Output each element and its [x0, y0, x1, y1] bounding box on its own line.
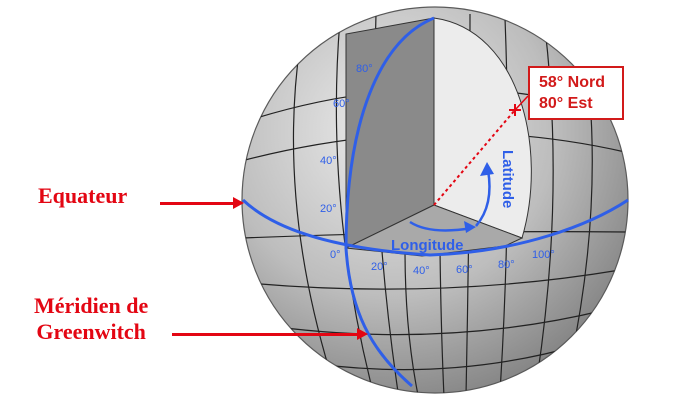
- longitude-tick: 20°: [371, 261, 388, 273]
- coordinate-north: 58° Nord: [539, 74, 605, 91]
- equator-label: Equateur: [38, 183, 128, 208]
- latitude-tick: 40°: [320, 155, 337, 167]
- coordinate-radius-line: [433, 109, 516, 206]
- coordinate-east: 80° Est: [539, 95, 593, 112]
- latitude-tick: 20°: [320, 203, 337, 215]
- equator-line: [241, 198, 629, 257]
- greenwich-arrow-icon: [172, 328, 368, 340]
- longitude-arc-arrow: [409, 220, 473, 232]
- latitude-tick: 80°: [356, 63, 373, 75]
- greenwich-meridian-line: [344, 16, 435, 388]
- greenwich-label-line2: Greenwitch: [36, 319, 146, 344]
- latitude-arrowhead-icon: [480, 162, 494, 176]
- greenwich-label: Méridien de Greenwitch: [34, 293, 148, 345]
- longitude-tick: 40°: [413, 265, 430, 277]
- marker-leader: [514, 95, 529, 111]
- longitude-tick: 60°: [456, 264, 473, 276]
- latitude-ticks: 0° 20° 40° 60° 80°: [320, 63, 373, 261]
- longitude-arrowhead-icon: [464, 221, 476, 233]
- latitude-tick: 0°: [330, 249, 341, 261]
- greenwich-label-line1: Méridien de: [34, 293, 149, 318]
- latitude-tick: 60°: [333, 98, 350, 110]
- latitude-arc-arrow: [475, 169, 491, 227]
- coordinate-callout: 58° Nord 80° Est: [528, 66, 624, 120]
- longitude-label: Longitude: [391, 237, 463, 254]
- latitude-label: Latitude: [499, 150, 516, 208]
- equator-arrow-icon: [160, 197, 244, 209]
- longitude-ticks: 20° 40° 60° 80° 100°: [371, 249, 555, 277]
- longitude-tick: 100°: [532, 249, 555, 261]
- longitude-tick: 80°: [498, 259, 515, 271]
- cutaway-longitude-plane: [433, 17, 532, 239]
